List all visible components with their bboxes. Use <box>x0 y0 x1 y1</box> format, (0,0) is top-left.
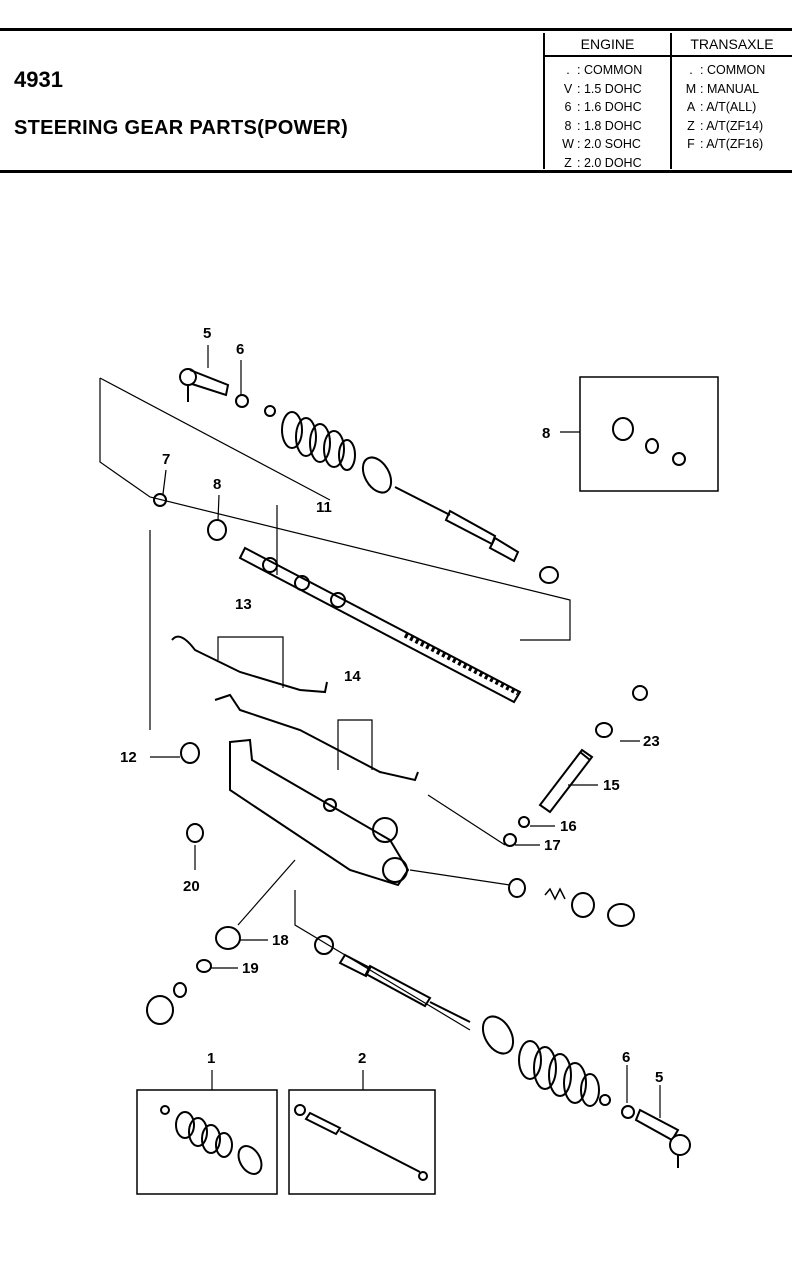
pipe-14 <box>214 693 419 782</box>
group-box-lower <box>294 890 471 1031</box>
callout-6-lower: 6 <box>622 1049 630 1066</box>
adjuster-plug <box>571 892 595 918</box>
exploded-parts-diagram: 5 6 8 7 8 11 13 14 12 23 15 16 17 20 18 … <box>99 325 719 1195</box>
washer-lower <box>173 982 187 998</box>
engine-column: ENGINE .: COMMON V: 1.5 DOHC 6: 1.6 DOHC… <box>543 33 670 170</box>
callout-8-inset: 8 <box>542 425 550 442</box>
snap-ring <box>153 493 167 507</box>
transaxle-row: .: COMMON <box>689 63 766 77</box>
rack-bar <box>238 546 522 704</box>
seal-16 <box>518 816 530 828</box>
cap-lower <box>146 995 174 1025</box>
boot-lower <box>518 1040 600 1107</box>
yoke <box>508 878 526 898</box>
bearing-18 <box>215 926 241 950</box>
callout-1: 1 <box>207 1050 215 1067</box>
callout-7: 7 <box>162 451 170 468</box>
tie-rod-lower <box>338 953 471 1023</box>
lock-nut <box>607 903 635 927</box>
engine-row: 6: 1.6 DOHC <box>564 100 642 114</box>
engine-heading: ENGINE <box>545 33 670 57</box>
callout-16: 16 <box>560 818 577 835</box>
boot-band-upper <box>361 456 393 494</box>
kit-boot <box>160 1105 263 1175</box>
callout-12: 12 <box>120 749 137 766</box>
transaxle-row: Z: A/T(ZF14) <box>687 118 764 133</box>
callout-14: 14 <box>344 668 361 685</box>
header-block: 4931 STEERING GEAR PARTS(POWER) ENGINE .… <box>0 28 792 173</box>
callout-17: 17 <box>544 837 561 854</box>
kit-box-2 <box>288 1089 436 1195</box>
nut-upper <box>235 394 249 408</box>
leader-lines <box>162 345 661 1118</box>
kit-box-1 <box>136 1089 278 1195</box>
transaxle-heading: TRANSAXLE <box>672 33 792 57</box>
snap-ring-23a <box>632 685 648 701</box>
tie-rod-end-lower <box>634 1108 691 1168</box>
transaxle-row: F: A/T(ZF16) <box>687 137 764 151</box>
clip-lower <box>599 1094 611 1106</box>
bushing-12 <box>180 742 200 764</box>
callout-23: 23 <box>643 733 660 750</box>
engine-row: V: 1.5 DOHC <box>563 81 642 96</box>
catalog-number: 4931 <box>14 67 63 92</box>
bushing-lower <box>314 935 334 955</box>
nut-lower <box>621 1105 635 1119</box>
callout-19: 19 <box>242 960 259 977</box>
seal-23 <box>595 722 613 738</box>
gear-housing <box>229 738 410 887</box>
engine-row: W: 2.0 SOHC <box>562 137 641 151</box>
boot-band-lower <box>481 1015 515 1055</box>
clip-upper <box>264 405 276 417</box>
pipe-13 <box>171 635 328 694</box>
callout-6-upper: 6 <box>236 341 244 358</box>
engine-row: 8: 1.8 DOHC <box>564 118 642 133</box>
callout-18: 18 <box>272 932 289 949</box>
legend-table: ENGINE .: COMMON V: 1.5 DOHC 6: 1.6 DOHC… <box>543 33 792 170</box>
page-title: STEERING GEAR PARTS(POWER) <box>14 117 349 139</box>
valve-pinion-15 <box>538 748 594 814</box>
ring-19 <box>196 959 212 973</box>
callout-8: 8 <box>213 476 221 493</box>
tie-rod-upper <box>394 486 520 563</box>
spring <box>544 887 566 901</box>
kit-tie-rod <box>294 1104 428 1181</box>
callout-bracket-13 <box>217 636 284 688</box>
tie-rod-end-upper <box>179 368 230 402</box>
callout-bracket-14 <box>337 719 373 770</box>
engine-row: Z: 2.0 DOHC <box>564 155 642 170</box>
boot-upper <box>281 411 356 471</box>
callout-5-upper: 5 <box>203 325 211 342</box>
engine-row: .: COMMON <box>566 63 643 77</box>
callout-20: 20 <box>183 878 200 895</box>
transaxle-row: M: MANUAL <box>685 81 760 96</box>
callout-5-lower: 5 <box>655 1069 663 1086</box>
bushing-20 <box>186 823 204 843</box>
bushing-end-upper <box>539 566 559 584</box>
group-box-rack <box>99 378 571 641</box>
inset-bushing <box>612 417 686 466</box>
inset-box-8 <box>579 376 719 492</box>
bushing <box>207 519 227 541</box>
callout-15: 15 <box>603 777 620 794</box>
callout-11: 11 <box>316 499 332 516</box>
transaxle-row: A: A/T(ALL) <box>686 100 757 114</box>
callout-2: 2 <box>358 1050 366 1067</box>
transaxle-column: TRANSAXLE .: COMMON M: MANUAL A: A/T(ALL… <box>670 33 792 169</box>
ring-17 <box>503 833 517 847</box>
callout-13: 13 <box>235 596 252 613</box>
